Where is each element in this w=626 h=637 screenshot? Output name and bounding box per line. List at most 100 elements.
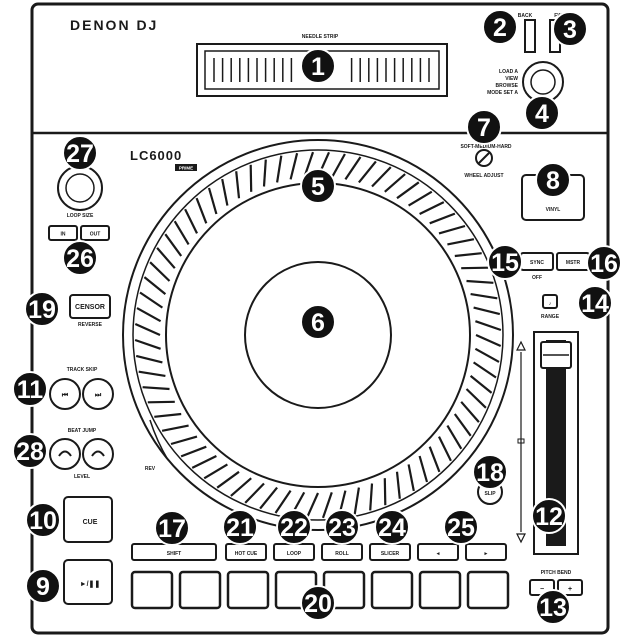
play-pause-button[interactable] xyxy=(63,559,113,605)
performance-pad[interactable] xyxy=(178,570,222,610)
callout-2: 2 xyxy=(482,9,518,45)
callout-circle xyxy=(24,291,60,327)
pad-next-label: ► xyxy=(484,551,489,557)
callout-24: 24 xyxy=(374,509,410,545)
jog-wheel-tooth xyxy=(136,307,162,323)
jog-wheel-tooth xyxy=(262,159,267,187)
keylock-button[interactable] xyxy=(542,294,558,309)
loop-in-button[interactable] xyxy=(48,225,78,241)
model-name: LC6000 xyxy=(130,148,182,163)
jog-wheel-tooth xyxy=(473,306,501,316)
loop-mode-label: LOOP xyxy=(287,551,302,557)
skip-fwd-icon: ⏭ xyxy=(95,392,102,399)
sync-label: SYNC xyxy=(530,260,544,266)
callout-4: 4 xyxy=(524,95,560,131)
beat-jump-back-button[interactable] xyxy=(49,438,81,470)
pitch-bend-label: PITCH BEND xyxy=(541,570,572,576)
pitch-bend-plus-button[interactable] xyxy=(557,579,583,596)
reverse-label: REVERSE xyxy=(78,322,103,328)
back-button[interactable] xyxy=(524,19,536,53)
range-label: RANGE xyxy=(541,314,560,320)
callout-number: 5 xyxy=(311,173,325,201)
callout-21: 21 xyxy=(222,509,258,545)
performance-pad[interactable] xyxy=(466,570,510,610)
callout-number: 7 xyxy=(477,114,491,142)
jog-wheel-tooth xyxy=(472,361,497,379)
performance-pad[interactable] xyxy=(226,570,270,610)
hot-cue-label: HOT CUE xyxy=(235,551,258,557)
callout-circle xyxy=(154,510,190,546)
slicer-label: SLICER xyxy=(381,551,400,557)
performance-pad[interactable] xyxy=(130,570,174,610)
loop-size-knob[interactable] xyxy=(57,165,103,211)
jog-wheel-tooth xyxy=(289,152,299,180)
jog-wheel-tooth xyxy=(407,464,415,492)
model-badge-text: PRIME xyxy=(179,166,193,171)
callout-circle xyxy=(531,498,567,534)
callout-circle xyxy=(276,509,312,545)
track-skip-fwd-button[interactable] xyxy=(82,378,114,410)
jog-wheel-tooth xyxy=(475,333,502,348)
callout-number: 24 xyxy=(378,514,406,542)
jog-wheel-tooth xyxy=(139,291,164,309)
callout-17: 17 xyxy=(154,510,190,546)
censor-button[interactable] xyxy=(69,294,111,319)
callout-5: 5 xyxy=(300,168,336,204)
callout-circle xyxy=(535,162,571,198)
roll-label: ROLL xyxy=(335,551,349,557)
loop-in-label: IN xyxy=(61,232,66,238)
jog-wheel-tooth xyxy=(216,470,240,489)
performance-pad[interactable] xyxy=(370,570,414,610)
callout-20: 20 xyxy=(300,585,336,621)
jog-wheel-tooth xyxy=(465,388,487,409)
pad-prev-button[interactable] xyxy=(417,543,459,561)
jog-wheel-tooth xyxy=(330,153,346,179)
browse-label: BROWSE xyxy=(496,83,519,89)
jog-wheel-tooth xyxy=(396,181,420,200)
callout-number: 28 xyxy=(16,438,44,466)
jog-wheel-tooth xyxy=(221,178,229,206)
callout-circle xyxy=(482,9,518,45)
jog-wheel-tooth xyxy=(469,375,493,394)
censor-label: CENSOR xyxy=(75,304,105,311)
callout-11: 11 xyxy=(12,371,48,407)
cue-label: CUE xyxy=(83,519,98,526)
jog-wheel-tooth xyxy=(191,455,217,469)
jog-wheel-tooth xyxy=(274,489,292,514)
jog-wheel-tooth xyxy=(446,425,463,450)
keylock-icon: ♪ xyxy=(549,301,552,307)
jog-wheel-tooth xyxy=(460,401,480,423)
callout-number: 2 xyxy=(493,14,507,42)
callout-12: 12 xyxy=(531,498,567,534)
beat-jump-label: BEAT JUMP xyxy=(68,428,97,434)
jog-wheel-tooth xyxy=(207,187,218,215)
callout-number: 21 xyxy=(226,514,254,542)
mode-label: MODE SET A xyxy=(487,90,518,96)
hot-cue-button[interactable] xyxy=(225,543,267,561)
jog-wheel-tooth xyxy=(164,233,183,257)
rev-label: REV xyxy=(145,466,156,472)
cue-button[interactable] xyxy=(63,496,113,543)
performance-pad[interactable] xyxy=(418,570,462,610)
callout-number: 17 xyxy=(158,515,186,543)
callout-circle xyxy=(524,95,560,131)
level-label: LEVEL xyxy=(74,474,90,480)
pad-next-button[interactable] xyxy=(465,543,507,561)
beat-jump-fwd-button[interactable] xyxy=(82,438,114,470)
track-skip-back-button[interactable] xyxy=(49,378,81,410)
jog-wheel-tooth xyxy=(474,347,500,363)
callout-circle xyxy=(25,502,61,538)
jog-wheel-tooth xyxy=(358,160,377,184)
jog-wheel-tooth xyxy=(418,455,429,483)
wheel-adjust-scale: SOFT-MEDIUM-HARD xyxy=(460,144,511,150)
callout-22: 22 xyxy=(276,509,312,545)
jog-wheel-tooth xyxy=(428,446,441,473)
callout-19: 19 xyxy=(24,291,60,327)
jog-wheel-tooth xyxy=(461,266,489,270)
jog-wheel-tooth xyxy=(395,471,401,499)
needle-strip-label: NEEDLE STRIP xyxy=(302,34,339,40)
jog-wheel-tooth xyxy=(438,224,466,235)
loop-out-button[interactable] xyxy=(80,225,110,241)
